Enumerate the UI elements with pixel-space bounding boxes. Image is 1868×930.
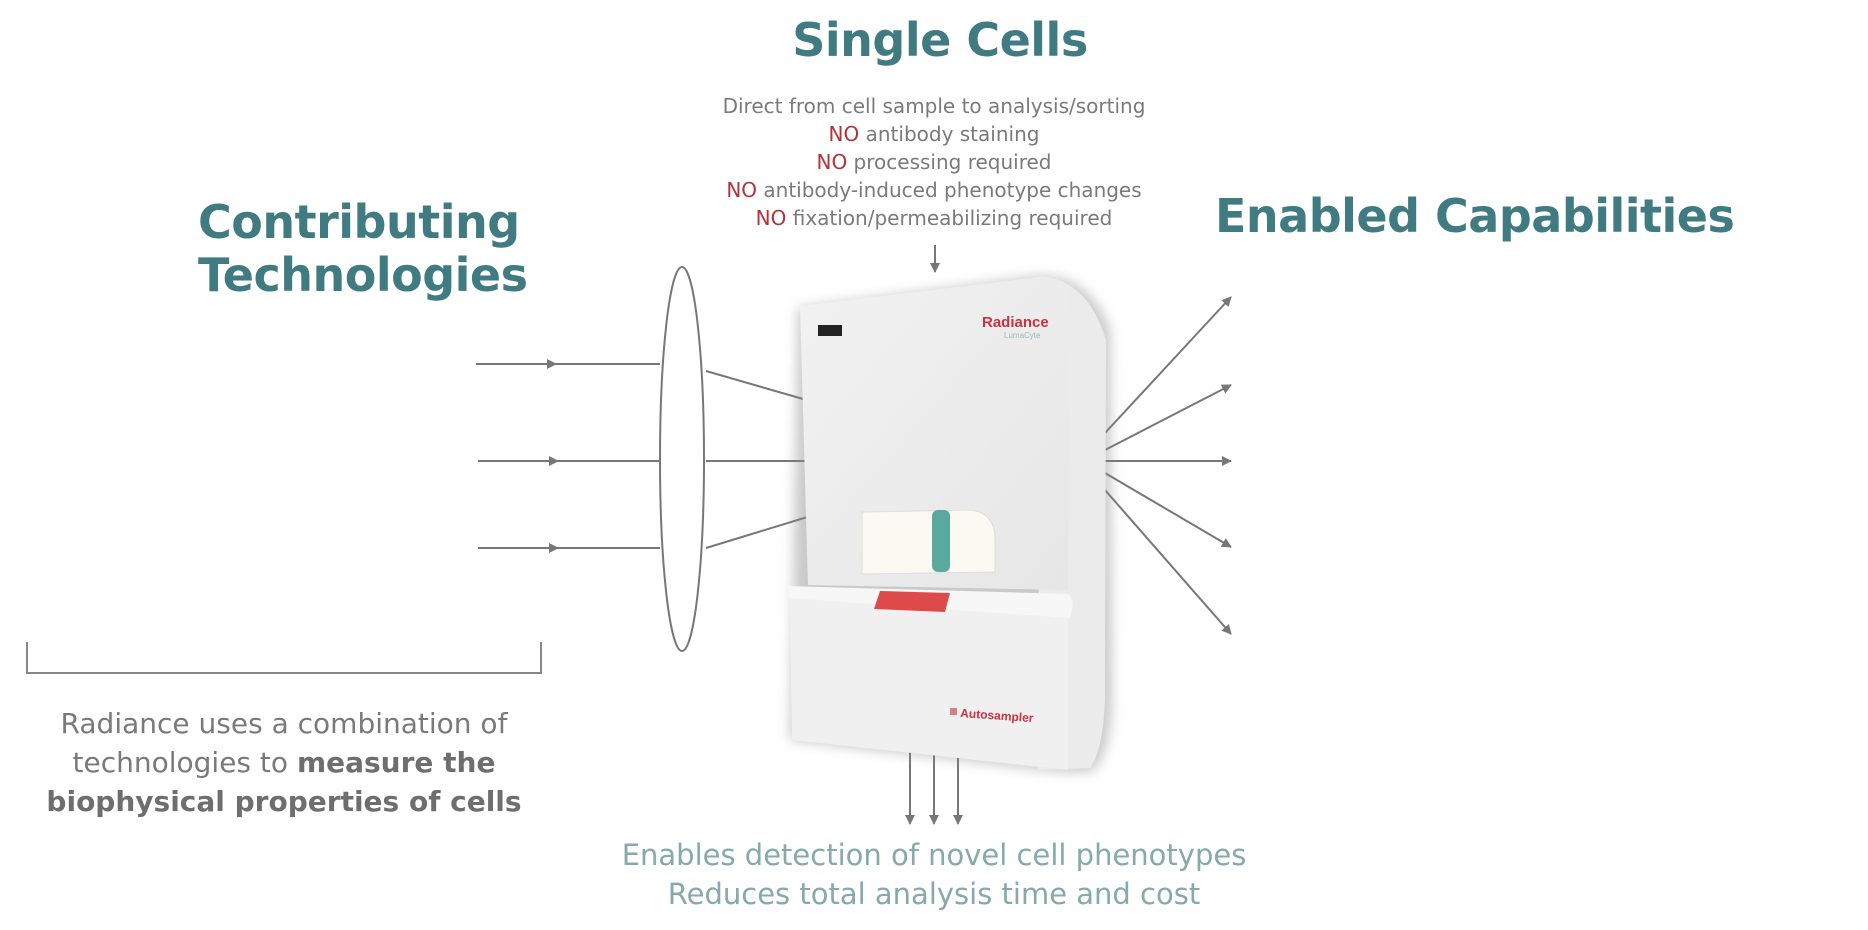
technology-arrows [476,359,660,553]
no-label: NO [828,122,860,146]
benefit-line: Direct from cell sample to analysis/sort… [723,92,1146,120]
benefit-text: Direct from cell sample to analysis/sort… [722,94,1146,118]
summary-line: biophysical properties of cells [46,782,521,821]
benefit-text: antibody-induced phenotype changes [757,178,1142,202]
radiance-logo: Radiance [982,314,1049,331]
lens-ellipse [659,266,705,652]
summary-text: technologies to [72,746,297,779]
benefit-line: NO antibody staining [723,120,1146,148]
enabled-capabilities-title: Enabled Capabilities [1215,189,1735,243]
contributing-technologies-title: Contributing Technologies [198,195,528,302]
summary-line: technologies to measure the [46,743,521,782]
no-label: NO [755,206,787,230]
capability-arrows [1104,296,1232,635]
benefit-text: antibody staining [859,122,1040,146]
benefit-text: fixation/permeabilizing required [786,206,1113,230]
summary-line: Radiance uses a combination of [60,707,508,740]
technology-summary: Radiance uses a combination of technolog… [46,704,521,821]
red-pad [874,591,950,612]
bracket [26,642,542,674]
no-label: NO [816,150,848,174]
radiance-device-image: Radiance LumaCyte Autosampler [786,275,1112,772]
outcome-line: Reduces total analysis time and cost [667,877,1201,911]
benefit-text: processing required [847,150,1052,174]
benefit-line: NO fixation/permeabilizing required [723,204,1146,232]
summary-bold: measure the [296,746,496,779]
benefit-line: NO processing required [723,148,1146,176]
outcome-benefits: Enables detection of novel cell phenotyp… [622,836,1247,914]
title-line: Contributing [198,195,520,249]
sample-window [861,509,996,575]
benefit-line: NO antibody-induced phenotype changes [723,176,1146,204]
display-slot [818,325,842,336]
single-cells-title: Single Cells [792,13,1088,67]
title-line: Technologies [198,247,528,302]
outcome-line: Enables detection of novel cell phenotyp… [621,838,1247,872]
device-base [790,598,1068,770]
lumacyte-logo: LumaCyte [1004,331,1041,340]
no-label: NO [726,178,758,202]
summary-bold: biophysical properties of cells [46,785,522,818]
autosampler-logo: Autosampler [960,706,1034,725]
single-cells-benefits: Direct from cell sample to analysis/sort… [723,92,1146,232]
